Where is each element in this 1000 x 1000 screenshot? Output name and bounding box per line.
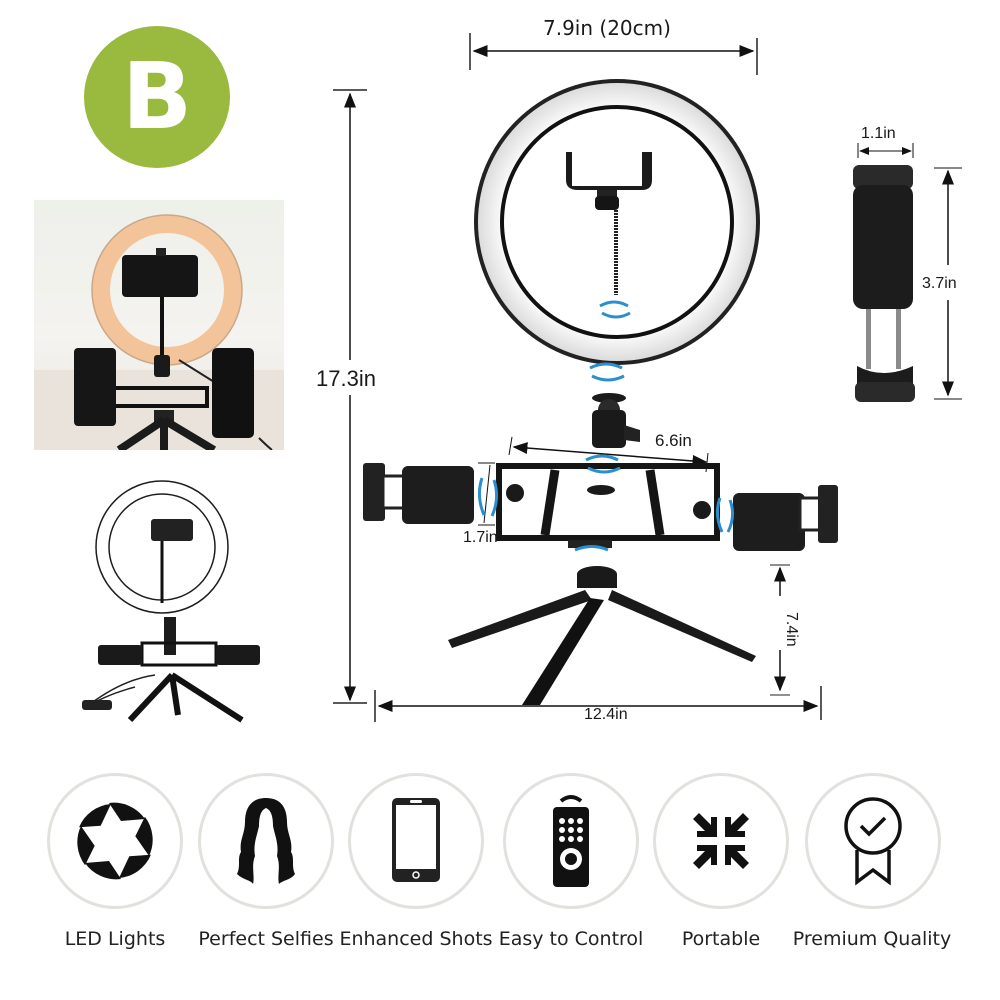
feature-label-portable: Portable bbox=[681, 928, 761, 950]
variant-letter: B bbox=[121, 43, 193, 150]
compress-arrows-icon bbox=[693, 813, 749, 869]
feature-label-easy-to-control: Easy to Control bbox=[498, 928, 644, 950]
front-view-photo bbox=[60, 475, 260, 725]
feature-easy-to-control bbox=[503, 773, 639, 909]
feature-label-enhanced-shots: Enhanced Shots bbox=[339, 928, 493, 950]
smartphone-icon bbox=[392, 798, 440, 882]
tripod-height-label: 7.4in bbox=[783, 612, 800, 647]
clip-height-label: 3.7in bbox=[922, 275, 957, 293]
feature-label-premium-quality: Premium Quality bbox=[792, 928, 952, 950]
feature-led-lights bbox=[47, 773, 183, 909]
hair-silhouette-icon bbox=[237, 798, 295, 884]
feature-enhanced-shots bbox=[348, 773, 484, 909]
dimension-diagram bbox=[333, 33, 962, 722]
feature-label-led-lights: LED Lights bbox=[64, 928, 166, 950]
lifestyle-photo bbox=[34, 200, 284, 450]
bracket-height-label: 1.7in bbox=[463, 529, 498, 546]
feature-portable bbox=[653, 773, 789, 909]
feature-perfect-selfies bbox=[198, 773, 334, 909]
base-width-label: 12.4in bbox=[584, 706, 628, 723]
total-height-label: 17.3in bbox=[316, 366, 376, 391]
remote-control-icon bbox=[553, 795, 589, 887]
feature-label-perfect-selfies: Perfect Selfies bbox=[198, 928, 334, 950]
bracket-width-label: 6.6in bbox=[655, 431, 692, 450]
clip-width-label: 1.1in bbox=[861, 125, 896, 142]
camera-shutter-icon bbox=[77, 802, 153, 880]
ring-diameter-label: 7.9in (20cm) bbox=[543, 16, 671, 40]
variant-badge: B bbox=[84, 26, 230, 168]
award-ribbon-icon bbox=[844, 797, 902, 886]
feature-premium-quality bbox=[805, 773, 941, 909]
